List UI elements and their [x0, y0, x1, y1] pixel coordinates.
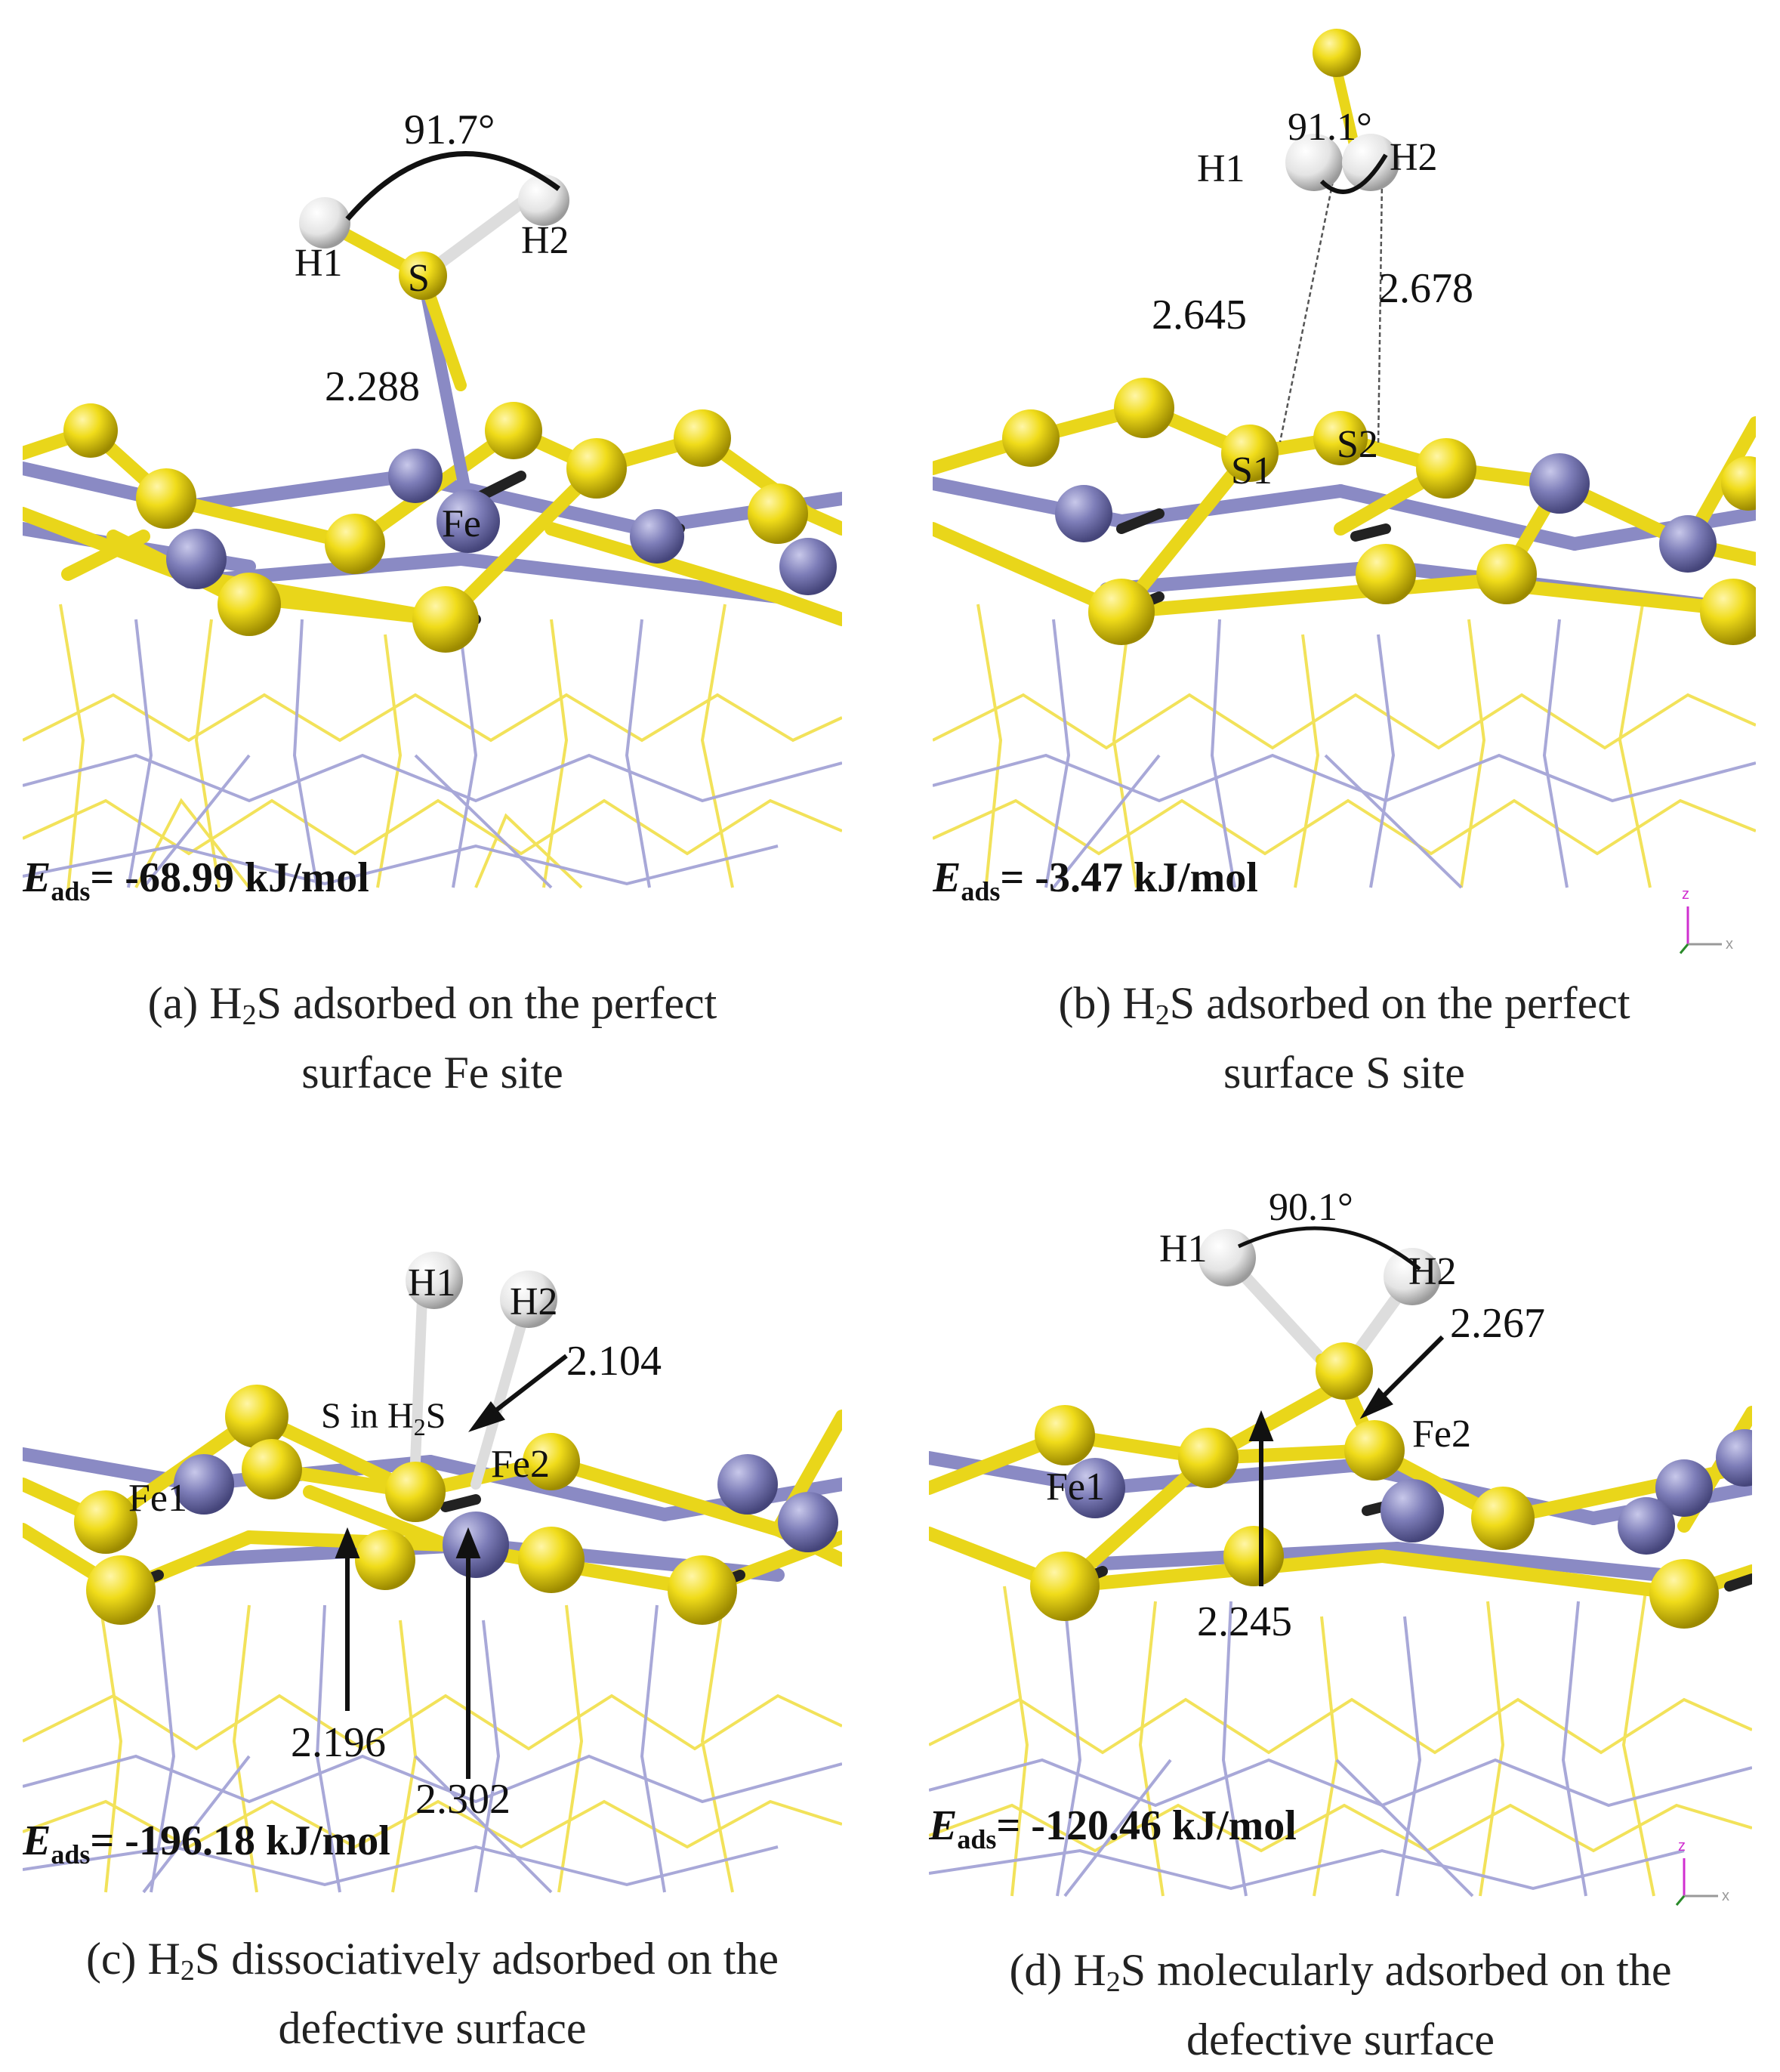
fe-label: Fe	[442, 502, 481, 545]
axis-marker: z x	[1679, 886, 1733, 954]
bond-length-label-1: 2.645	[1152, 292, 1247, 338]
h1-label: H1	[408, 1261, 456, 1305]
bond-length-label-1: 2.104	[566, 1338, 662, 1385]
bond-length-label-3: 2.302	[415, 1776, 511, 1823]
hydrogen-bond-lines	[1279, 181, 1384, 446]
h1-label: H1	[1197, 147, 1245, 190]
fe2-label: Fe2	[1412, 1413, 1471, 1456]
h1-label: H1	[1159, 1227, 1208, 1271]
s-label: S	[408, 257, 430, 300]
fe1-label: Fe1	[1046, 1465, 1105, 1508]
h2-label: H2	[521, 219, 569, 262]
panel-a-structure: 91.7° H1 H2 S Fe 2.288 Eads= -68.99 kJ/m…	[23, 107, 842, 906]
bond-length-label-2: 2.245	[1197, 1598, 1292, 1645]
panel-c-structure: H1 H2 S in H2S Fe1 Fe2 2.104 2.196 2.302…	[23, 1252, 842, 1894]
angle-arc	[1319, 153, 1388, 194]
bond-length-label: 2.288	[325, 363, 420, 410]
bulk-wireframe	[933, 604, 1756, 892]
s2-label: S2	[1337, 423, 1378, 466]
h1-label: H1	[295, 242, 343, 285]
h2-label: H2	[1390, 136, 1438, 179]
bond-arrows	[335, 1354, 568, 1779]
axis-x-label: x	[1726, 936, 1733, 953]
surface-atoms	[63, 402, 837, 653]
angle-label: 91.1°	[1288, 106, 1372, 149]
caption-d: (d) H2S molecularly adsorbed on the defe…	[1009, 1945, 1672, 2064]
bond-length-label-1: 2.267	[1450, 1300, 1545, 1347]
adsorption-energy: Eads= -120.46 kJ/mol	[929, 1802, 1297, 1854]
surface-atoms	[1030, 1405, 1752, 1629]
angle-arc	[1237, 1226, 1421, 1271]
bulk-wireframe	[23, 604, 842, 892]
panel-b: 91.1° H1 H2 S1 S2 2.645 2.678 Eads= -3.4…	[933, 0, 1756, 963]
bond-length-label-2: 2.196	[291, 1719, 386, 1766]
panel-d-structure: 90.1° H1 H2 Fe1 Fe2 2.267 2.245 Eads= -1…	[929, 1186, 1752, 1906]
bond-length-label-2: 2.678	[1378, 265, 1473, 312]
angle-label: 90.1°	[1269, 1186, 1353, 1229]
angle-arc	[345, 150, 561, 221]
panel-c: H1 H2 S in H2S Fe1 Fe2 2.104 2.196 2.302…	[23, 1167, 842, 1919]
s1-label: S1	[1231, 449, 1273, 493]
adsorbate-atoms	[1285, 29, 1399, 191]
adsorption-energy: Eads= -3.47 kJ/mol	[933, 854, 1258, 906]
axis-marker: z x	[1675, 1838, 1729, 1906]
axis-z-label: z	[1678, 1838, 1686, 1854]
panel-b-structure: 91.1° H1 H2 S1 S2 2.645 2.678 Eads= -3.4…	[933, 29, 1756, 954]
panel-a: 91.7° H1 H2 S Fe 2.288 Eads= -68.99 kJ/m…	[23, 76, 842, 963]
bulk-wireframe	[23, 1589, 842, 1894]
bulk-wireframe	[929, 1586, 1752, 1898]
bond-arrows	[1248, 1335, 1445, 1586]
axis-x-label: x	[1722, 1888, 1729, 1904]
adsorbate-bonds	[410, 1275, 534, 1490]
adsorption-energy: Eads= -68.99 kJ/mol	[23, 854, 369, 906]
caption-a: (a) H2S adsorbed on the perfect surface …	[147, 978, 717, 1098]
angle-label: 91.7°	[404, 107, 495, 153]
h2-label: H2	[1408, 1250, 1457, 1293]
h2-label: H2	[510, 1280, 558, 1323]
caption-c: (c) H2S dissociatively adsorbed on the d…	[85, 1934, 779, 2053]
fe1-label: Fe1	[128, 1477, 187, 1520]
s-in-h2s-label: S in H2S	[321, 1396, 446, 1441]
surface-atoms	[74, 1385, 838, 1625]
adsorption-energy: Eads= -196.18 kJ/mol	[23, 1817, 390, 1870]
caption-b: (b) H2S adsorbed on the perfect surface …	[1058, 978, 1630, 1098]
fe2-label: Fe2	[491, 1443, 550, 1486]
axis-z-label: z	[1682, 886, 1689, 903]
panel-d: 90.1° H1 H2 Fe1 Fe2 2.267 2.245 Eads= -1…	[929, 1133, 1752, 1919]
adsorbate-atoms	[406, 1252, 557, 1328]
surface-atoms	[1002, 378, 1756, 645]
